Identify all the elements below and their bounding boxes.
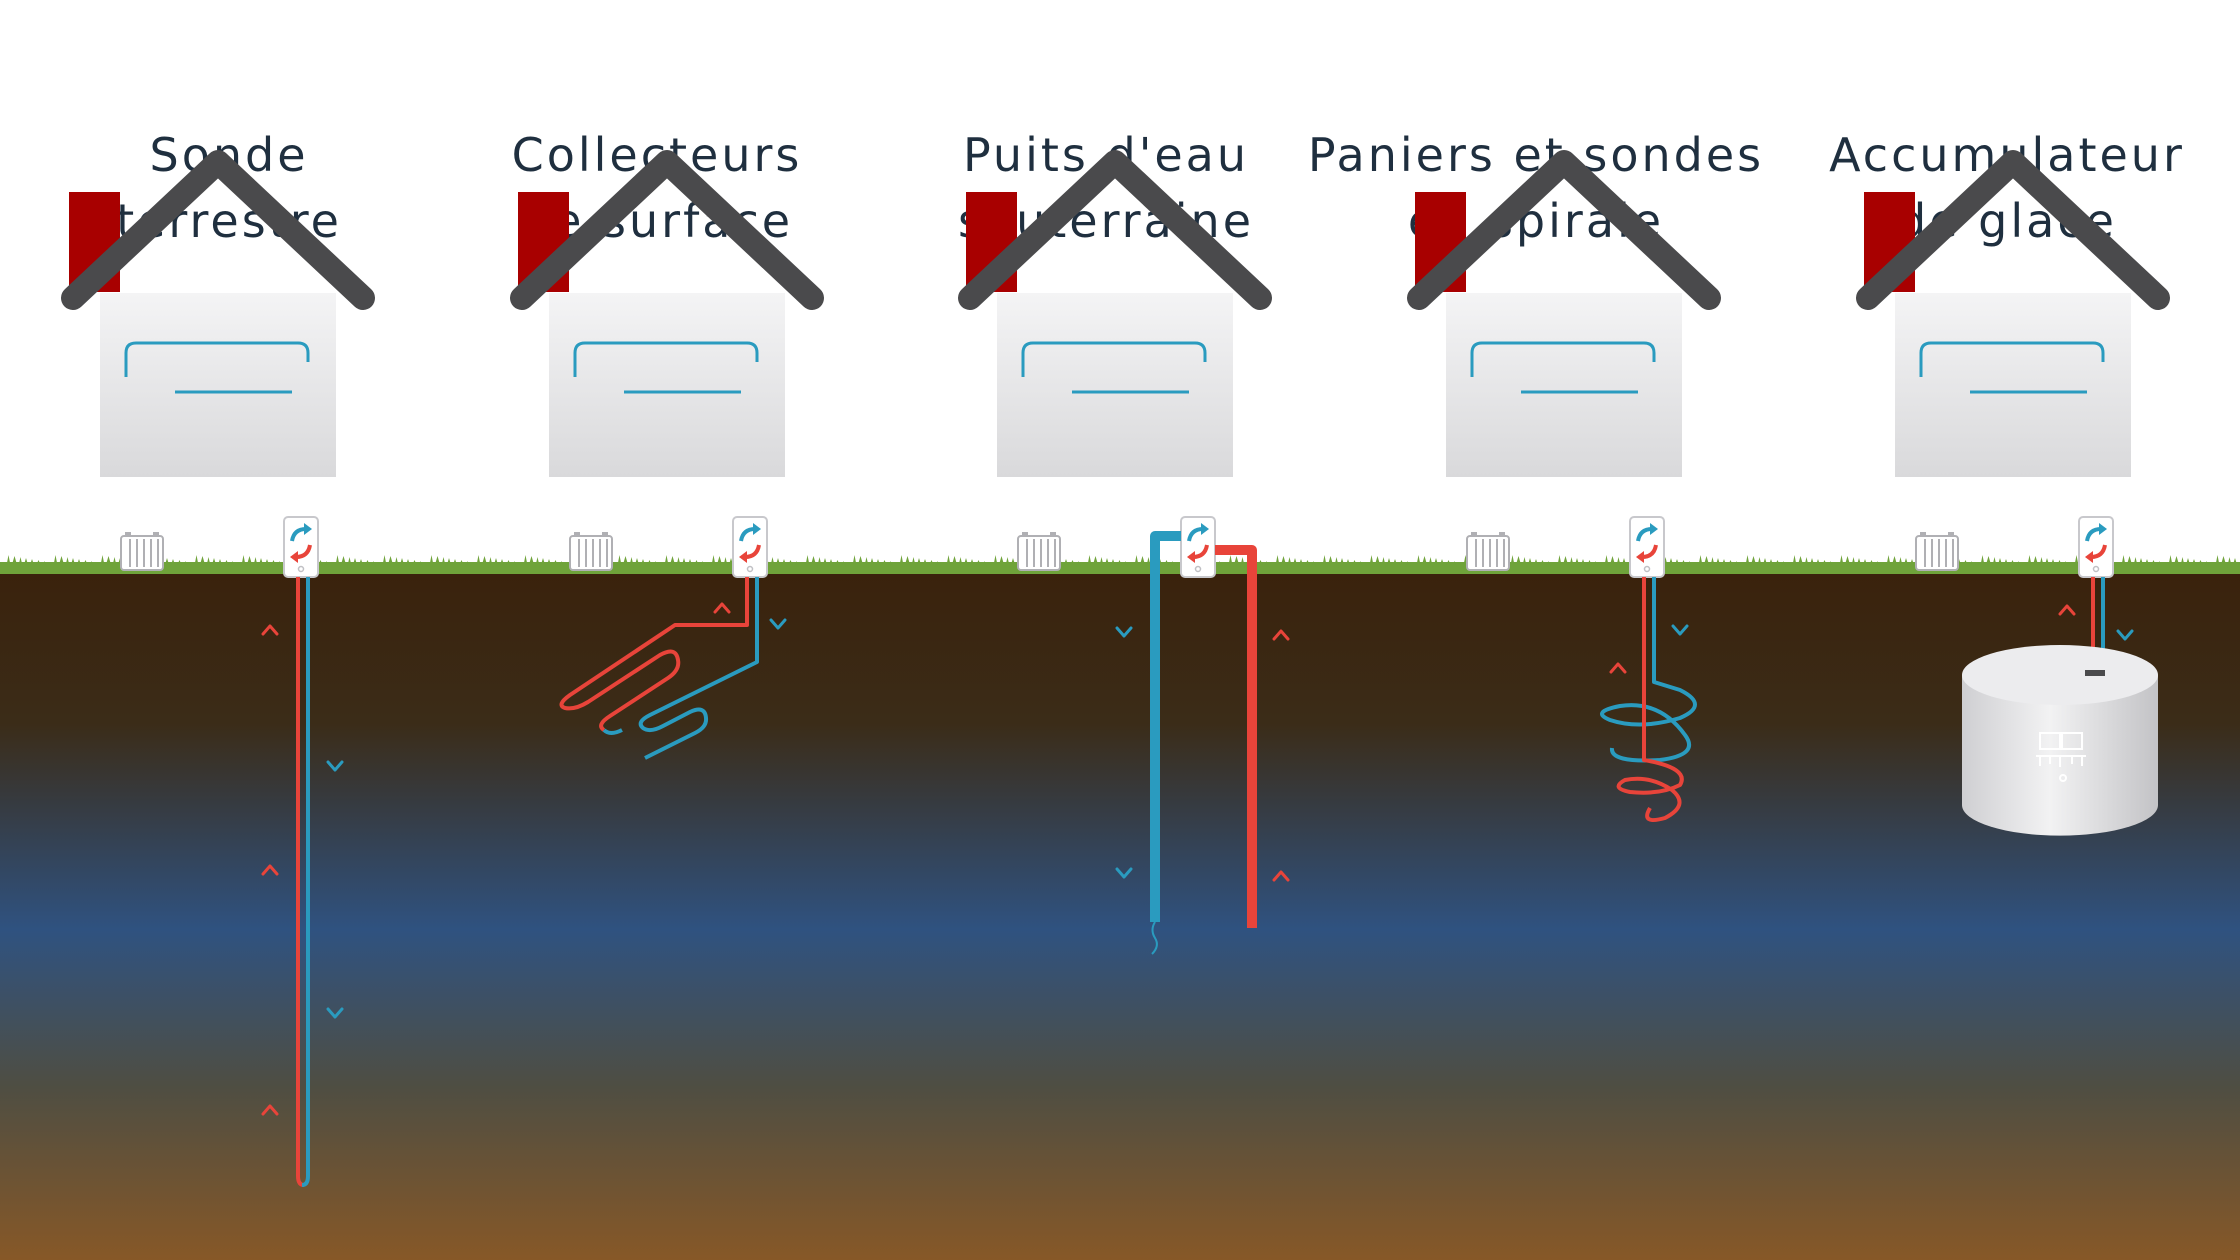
heat-pump-icon: [731, 515, 769, 579]
house: [966, 162, 1260, 477]
water-flow: [1151, 921, 1158, 955]
house: [1415, 162, 1709, 477]
hot-well-pipe: [1215, 545, 1257, 928]
title-line: Paniers et sondes: [1307, 128, 1765, 182]
hot-collector-line: [559, 577, 749, 732]
radiator-icon: [569, 531, 613, 571]
house: [1864, 162, 2158, 477]
cold-spiral-line: [1600, 577, 1697, 763]
ice-storage-tank-icon: [1962, 645, 2158, 836]
house: [69, 162, 363, 477]
heat-pump-icon: [1179, 515, 1217, 579]
radiator-icon: [120, 531, 164, 571]
cold-collector-loop: [602, 728, 623, 735]
radiator-icon: [1466, 531, 1510, 571]
radiator-icon: [1915, 531, 1959, 571]
cold-probe-line: [301, 577, 310, 1187]
grass-blades: [0, 555, 2240, 574]
cold-collector-line: [638, 577, 759, 760]
heat-pump-icon: [1628, 515, 1666, 579]
radiator-icon: [1017, 531, 1061, 571]
soil-layers: [0, 572, 2240, 1260]
house: [518, 162, 812, 477]
hot-spiral-line: [1616, 577, 1684, 822]
cold-well-pipe: [1150, 531, 1181, 922]
heat-pump-icon: [282, 515, 320, 579]
heat-pump-icon: [2077, 515, 2115, 579]
